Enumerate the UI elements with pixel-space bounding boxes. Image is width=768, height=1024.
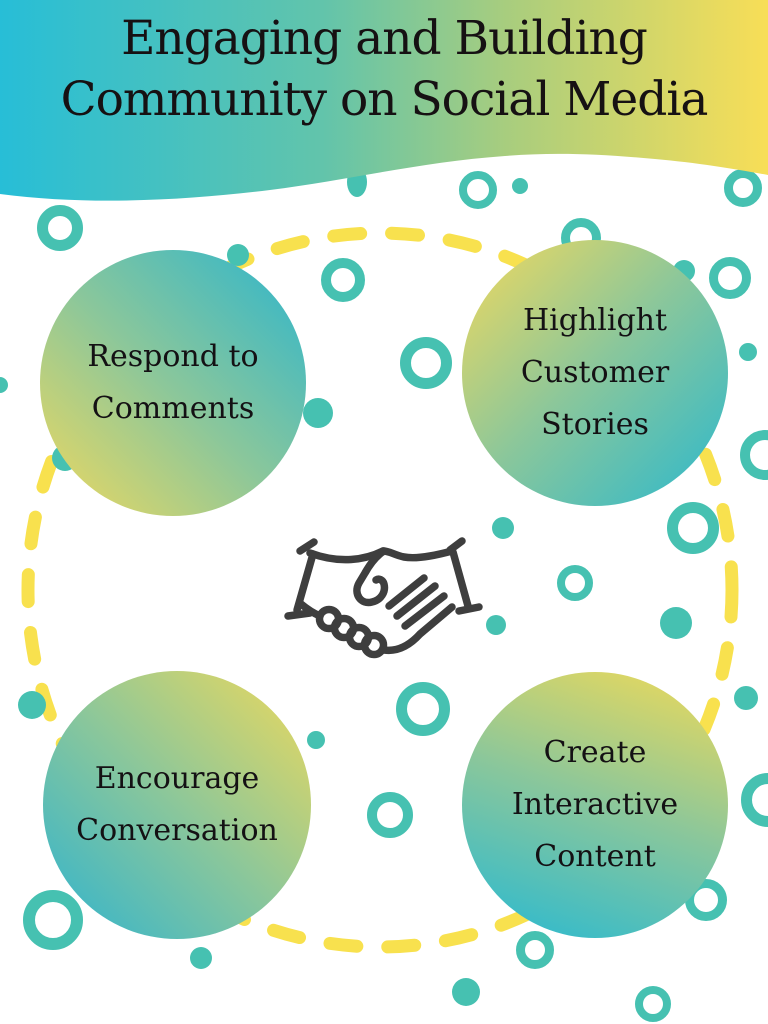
decor-dot	[492, 517, 514, 539]
handshake-icon	[284, 537, 483, 659]
decor-ring	[400, 337, 452, 389]
decor-ring	[709, 257, 751, 299]
decor-ring	[667, 502, 719, 554]
decor-ring	[635, 986, 671, 1022]
node-label-line: Interactive	[511, 787, 679, 822]
node-highlight-customer-stories: Highlight Customer Stories	[462, 240, 728, 506]
decor-dot	[452, 978, 480, 1006]
decor-ring	[724, 169, 762, 207]
decor-ring	[740, 430, 768, 480]
decor-dot	[307, 731, 325, 749]
node-label-line: Create	[543, 735, 647, 770]
decor-ring	[685, 879, 727, 921]
decor-dot	[512, 178, 528, 194]
header-wave-shape	[0, 0, 768, 201]
decor-dot	[227, 244, 249, 266]
decor-ring	[367, 792, 413, 838]
node-label-line: Customer	[520, 355, 670, 390]
node-label-line: Encourage	[94, 761, 260, 796]
node-label-line: Conversation	[76, 813, 278, 848]
node-encourage-conversation: Encourage Conversation	[43, 671, 311, 939]
page-title: Engaging and Building Community on Socia…	[0, 8, 768, 130]
decor-ring	[23, 890, 83, 950]
decor-dot	[660, 607, 692, 639]
page-title-line2: Community on Social Media	[60, 72, 709, 127]
decor-ring	[516, 931, 554, 969]
decor-ring	[459, 171, 497, 209]
decor-rings	[23, 169, 768, 1022]
node-label-line: Respond to	[87, 339, 259, 374]
decor-dot	[486, 615, 506, 635]
decor-dot	[0, 377, 8, 393]
decor-ring	[321, 258, 365, 302]
decor-ring	[37, 205, 83, 251]
header-band	[0, 0, 768, 201]
page-title-line1: Engaging and Building	[121, 11, 648, 66]
dashed-connector-ring	[21, 226, 739, 954]
node-label-line: Stories	[541, 407, 649, 442]
node-label-line: Comments	[91, 391, 255, 426]
decor-dot	[734, 686, 758, 710]
decor-ring	[741, 773, 768, 827]
decor-dot	[303, 398, 333, 428]
decor-dot	[190, 947, 212, 969]
decor-dot	[739, 343, 757, 361]
node-create-interactive-content: Create Interactive Content	[462, 672, 728, 938]
node-label-line: Content	[534, 839, 656, 874]
node-respond-to-comments: Respond to Comments	[40, 250, 306, 516]
decor-ring	[396, 682, 450, 736]
decor-ring	[557, 565, 593, 601]
decor-dot	[18, 691, 46, 719]
node-label-line: Highlight	[522, 303, 668, 338]
